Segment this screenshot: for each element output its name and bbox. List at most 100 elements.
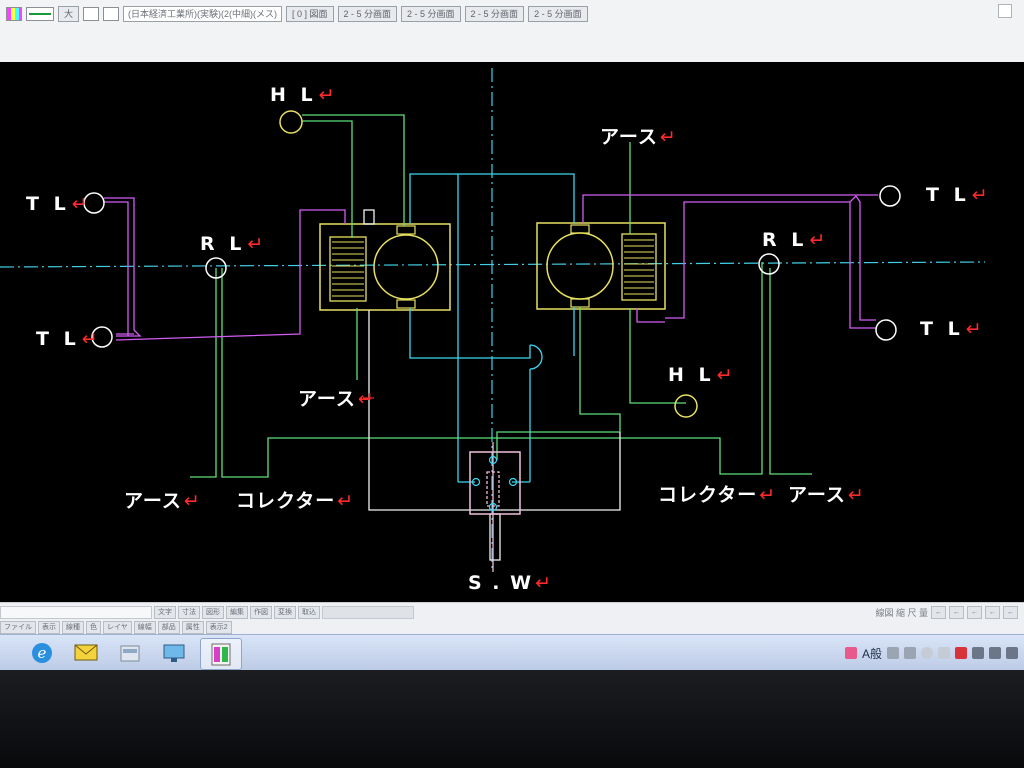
switch-contact-top: [488, 455, 498, 465]
view-button-2[interactable]: 2 - 5 分画面: [337, 6, 398, 22]
left-lamp-bulb: [373, 234, 439, 300]
tl-right-top-terminal: [879, 185, 901, 207]
tab-file[interactable]: ファイル: [0, 621, 36, 634]
tab-line-width[interactable]: 線幅: [133, 621, 156, 634]
ime-tool-icon[interactable]: [887, 647, 899, 659]
menu-shape[interactable]: 図形: [202, 606, 224, 619]
tab-view[interactable]: 表示: [38, 621, 60, 634]
svg-text:e: e: [38, 644, 47, 662]
tab-layer[interactable]: レイヤ: [103, 621, 132, 634]
status-row-1: 文字 寸法 図形 編集 作図 変換 取込: [0, 606, 414, 619]
switch-contact-right: [508, 477, 518, 487]
view-button-4[interactable]: 2 - 5 分画面: [464, 6, 525, 22]
label-tl-left-top: T L↵: [26, 193, 88, 215]
status-row-2: ファイル 表示 線種 色 レイヤ 線幅 部品 属性 表示2: [0, 621, 232, 634]
tab-color[interactable]: 色: [86, 621, 101, 634]
tl-right-bottom-terminal: [875, 319, 897, 341]
label-hl-top: H L↵: [270, 84, 335, 106]
tl-left-bottom-terminal: [91, 326, 113, 348]
magenta-wires: [104, 194, 878, 341]
right-lamp-coil: [621, 233, 657, 301]
status-bar: 文字 寸法 図形 編集 作図 変換 取込 ファイル 表示 線種 色 レイヤ 線幅…: [0, 602, 1024, 635]
drawing-canvas[interactable]: H L↵ H L↵ T L↵ T L↵ T L↵ T L↵ R L↵ R L↵ …: [0, 62, 1024, 602]
left-lamp-top-tab: [396, 225, 416, 235]
grid-toggle-button[interactable]: [83, 7, 100, 21]
nav-button-1[interactable]: ←: [931, 606, 946, 619]
rl-right-terminal: [758, 253, 780, 275]
tl-left-top-terminal: [83, 192, 105, 214]
nav-button-2[interactable]: ←: [949, 606, 964, 619]
snap-toggle-button[interactable]: [103, 7, 120, 21]
volume-icon[interactable]: [1006, 647, 1018, 659]
menu-text[interactable]: 文字: [154, 606, 176, 619]
view-button-3[interactable]: 2 - 5 分画面: [401, 6, 461, 22]
monitor-bezel: [0, 670, 1024, 768]
view-button-1[interactable]: [ 0 ] 図面: [286, 6, 334, 22]
mail-icon[interactable]: [66, 638, 106, 668]
tab-attribute[interactable]: 属性: [181, 621, 204, 634]
nav-button-5[interactable]: ←: [1003, 606, 1018, 619]
ime-dict-icon[interactable]: [904, 647, 916, 659]
flag-icon[interactable]: [972, 647, 984, 659]
view-button-5[interactable]: 2 - 5 分画面: [528, 6, 588, 22]
ime-status-icon[interactable]: [844, 647, 857, 659]
help-icon[interactable]: [921, 647, 933, 659]
status-right: 線図 縮 尺 量 ← ← ← ← ←: [875, 606, 1018, 619]
ie-icon[interactable]: e: [22, 638, 62, 668]
hl-top-terminal: [279, 110, 303, 134]
right-lamp-top-tab: [570, 224, 590, 234]
tab-line-type[interactable]: 線種: [62, 621, 84, 634]
line-style-button[interactable]: [26, 7, 54, 21]
tab-view2[interactable]: 表示2: [205, 621, 232, 634]
color-palette-button[interactable]: [6, 7, 22, 21]
close-icon[interactable]: [998, 4, 1012, 18]
label-rl-right: R L↵: [762, 229, 826, 251]
label-collector-right: コレクター↵: [658, 484, 776, 506]
caps-icon[interactable]: [938, 647, 950, 659]
rl-left-terminal: [205, 257, 227, 279]
toolbar-row: 大 (日本経済工業所)(実験)(2(中細)(メス) [ 0 ] 図面 2 - 5…: [0, 5, 588, 23]
menu-edit[interactable]: 編集: [226, 606, 248, 619]
cad-app-icon[interactable]: [200, 638, 242, 670]
cyan-wires: [409, 173, 575, 483]
label-earth-bottom-left: アース↵: [124, 490, 200, 512]
menu-dimension[interactable]: 寸法: [178, 606, 200, 619]
menu-draw[interactable]: 作図: [250, 606, 272, 619]
ime-mode-label[interactable]: A般: [861, 646, 882, 661]
right-lamp-bottom-tab: [570, 298, 590, 308]
network-icon[interactable]: [989, 647, 1001, 659]
left-lamp-coil: [329, 236, 367, 302]
size-button[interactable]: 大: [58, 6, 80, 22]
nav-button-3[interactable]: ←: [967, 606, 982, 619]
pink-wires: [469, 442, 521, 572]
left-coil-windings: [332, 241, 364, 297]
label-rl-left: R L↵: [200, 233, 264, 255]
menu-import[interactable]: 取込: [298, 606, 320, 619]
label-earth-mid-left: アース↵: [298, 388, 374, 410]
toolbar: 大 (日本経済工業所)(実験)(2(中細)(メス) [ 0 ] 図面 2 - 5…: [0, 0, 1024, 63]
right-coil-windings: [624, 239, 654, 295]
tab-parts[interactable]: 部品: [157, 621, 180, 634]
monitor-icon[interactable]: [154, 638, 194, 668]
label-sw: S . W↵: [468, 572, 552, 594]
label-earth-bottom-right: アース↵: [788, 484, 864, 506]
label-collector-left: コレクター↵: [236, 490, 354, 512]
right-lamp-bulb: [546, 232, 614, 300]
nav-button-4[interactable]: ←: [985, 606, 1000, 619]
label-earth-top-right: アース↵: [600, 126, 676, 148]
layer-field[interactable]: (日本経済工業所)(実験)(2(中細)(メス): [123, 6, 282, 22]
label-hl-right: H L↵: [668, 364, 733, 386]
taskbar: e A般: [0, 634, 1024, 671]
explorer-icon[interactable]: [110, 638, 150, 668]
scale-readout: 線図 縮 尺 量: [875, 608, 928, 618]
switch-contact-left: [471, 477, 481, 487]
menu-convert[interactable]: 変換: [274, 606, 296, 619]
label-tl-left-bottom: T L↵: [36, 328, 98, 350]
label-tl-right-top: T L↵: [926, 184, 988, 206]
command-input[interactable]: [0, 606, 152, 619]
status-spacer: [322, 606, 414, 619]
security-icon[interactable]: [955, 647, 967, 659]
wiring-diagram: [0, 68, 986, 572]
left-lamp-frame: [319, 223, 451, 311]
switch-contact-bottom: [488, 502, 498, 512]
